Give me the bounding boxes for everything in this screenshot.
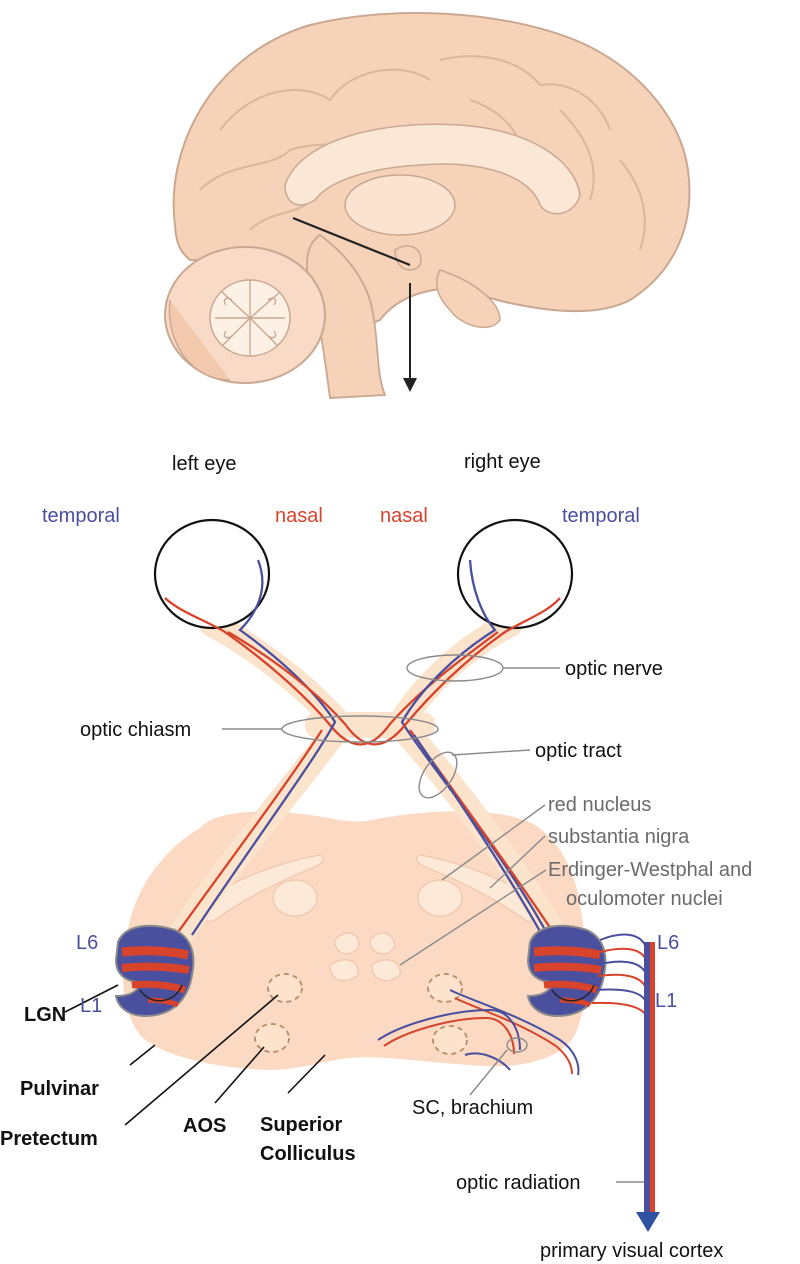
nucleus-leader-lines <box>64 984 326 1126</box>
right-nasal-fiber <box>227 597 561 746</box>
sc-brachium-marker <box>506 1037 528 1053</box>
optic-nerve-label: optic nerve <box>565 658 663 680</box>
left-eye-label: left eye <box>172 453 236 475</box>
sc-brachium-fibers <box>377 989 580 1076</box>
left-temporal-label: temporal <box>42 505 120 527</box>
superior-colliculus-label-line1: Superior <box>260 1114 342 1136</box>
right-temporal-label: temporal <box>562 505 640 527</box>
superior-colliculus-label-line2: Colliculus <box>260 1143 356 1165</box>
dashed-nuclei <box>254 973 468 1055</box>
lgn-right <box>526 924 607 1018</box>
lgn-label: LGN <box>24 1004 66 1026</box>
labels: left eye right eye temporal nasal nasal … <box>0 451 752 1262</box>
right-eye-label: right eye <box>464 451 541 473</box>
left-l6-label: L6 <box>76 932 98 954</box>
retinal-fibers <box>164 559 561 936</box>
pretectum-nucleus-left <box>267 973 303 1003</box>
eyes <box>153 518 574 630</box>
section-plane-line <box>292 216 411 267</box>
primary-visual-cortex-label: primary visual cortex <box>540 1240 723 1262</box>
lgn-left <box>114 924 195 1018</box>
optic-radiation-red <box>650 942 655 1217</box>
left-eyeball <box>153 518 271 630</box>
midbrain-internal-structures <box>198 854 542 982</box>
optic-tract-label: optic tract <box>535 740 622 762</box>
ew-nuclei-label-line2: oculomoter nuclei <box>566 888 723 910</box>
left-temporal-fiber <box>191 559 337 936</box>
pretectum-nucleus-right <box>427 973 463 1003</box>
pulvinar-label: Pulvinar <box>20 1078 99 1100</box>
aos-label: AOS <box>183 1115 226 1137</box>
optic-radiation-blue <box>644 942 650 1217</box>
leader-lines <box>222 654 644 1183</box>
pretectum-label: Pretectum <box>0 1128 98 1150</box>
left-optic-tract-tissue <box>167 712 353 948</box>
corpus-callosum <box>284 123 581 215</box>
optic-tract-marker <box>418 751 458 799</box>
red-nucleus-label: red nucleus <box>548 794 651 816</box>
left-l1-label: L1 <box>80 995 102 1017</box>
aos-nucleus-left <box>254 1023 290 1053</box>
optic-radiation-arrowhead <box>636 1212 660 1232</box>
right-eyeball <box>456 518 574 630</box>
sc-brachium-label: SC, brachium <box>412 1097 533 1119</box>
aos-nucleus-right <box>432 1025 468 1055</box>
thalamus <box>344 174 456 236</box>
brain-sagittal-illustration <box>164 12 691 399</box>
left-optic-nerve-tissue <box>199 611 353 738</box>
cerebellum <box>164 246 326 384</box>
substantia-nigra-label: substantia nigra <box>548 826 690 848</box>
right-l6-label: L6 <box>657 932 679 954</box>
ew-nuclei-label-line1: Erdinger-Westphal and <box>548 859 752 881</box>
left-nasal-label: nasal <box>275 505 323 527</box>
optic-radiation-label: optic radiation <box>456 1172 581 1194</box>
right-l1-label: L1 <box>655 990 677 1012</box>
section-arrow-head <box>403 378 417 392</box>
right-nasal-label: nasal <box>380 505 428 527</box>
optic-chiasm-label: optic chiasm <box>80 719 191 741</box>
